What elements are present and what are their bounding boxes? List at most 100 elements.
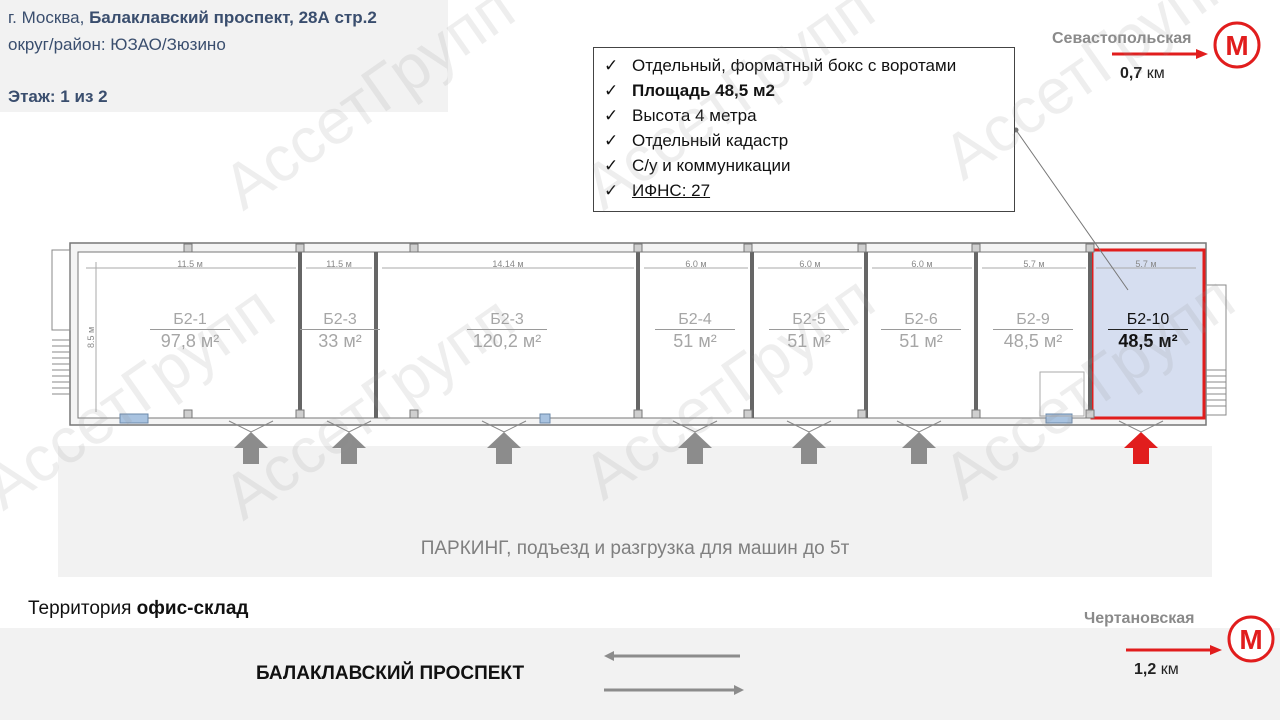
metro-arrow-icon bbox=[1112, 49, 1208, 59]
feature-text: Высота 4 метра bbox=[632, 106, 757, 125]
highlighted-box[interactable] bbox=[1090, 248, 1206, 420]
room-area: 97,8 м² bbox=[150, 329, 230, 352]
metro-name-sevastopolskaya: Севастопольская bbox=[1052, 30, 1192, 47]
room-width-label: 11.5 м bbox=[326, 259, 352, 269]
metro-distance-unit: км bbox=[1142, 65, 1165, 82]
parking-label: ПАРКИНГ, подъезд и разгрузка для машин д… bbox=[420, 538, 850, 559]
room-name: Б2-4 bbox=[678, 311, 712, 328]
entrance-arrow-icon bbox=[792, 432, 826, 464]
room-area: 48,5 м² bbox=[993, 329, 1073, 352]
highlighted-entrance-arrow-icon bbox=[1124, 432, 1158, 464]
address-street: Балаклавский проспект, 28А стр.2 bbox=[89, 8, 377, 27]
metro-logo-letter: M bbox=[1225, 30, 1248, 61]
feature-text: Отдельный кадастр bbox=[632, 131, 789, 150]
feature-item: ✓ С/у и коммуникации bbox=[604, 156, 790, 176]
metro-distance-sevastopolskaya: 0,7 км bbox=[1120, 65, 1165, 83]
feature-text: С/у и коммуникации bbox=[632, 156, 791, 175]
room-area: 51 м² bbox=[769, 329, 849, 352]
check-icon: ✓ bbox=[604, 131, 619, 150]
room-area: 48,5 м² bbox=[1108, 329, 1188, 352]
room-width-label: 6.0 м bbox=[685, 259, 707, 269]
room-name: Б2-6 bbox=[904, 311, 938, 328]
floor-info: Этаж: 1 из 2 bbox=[8, 87, 108, 106]
dimension-lines bbox=[86, 262, 1196, 412]
room-area: 51 м² bbox=[655, 329, 735, 352]
gate-swing bbox=[326, 420, 372, 433]
room-name: Б2-3 bbox=[490, 311, 524, 328]
room-width-label: 5.7 м bbox=[1023, 259, 1045, 269]
utility-room bbox=[1039, 371, 1085, 417]
room-width-label: 6.0 м bbox=[799, 259, 821, 269]
territory-type: офис-склад bbox=[136, 598, 249, 619]
entrance-arrow-icon bbox=[487, 432, 521, 464]
check-icon: ✓ bbox=[604, 106, 619, 125]
room-width-label: 5.7 м bbox=[1135, 259, 1157, 269]
room-name: Б2-5 bbox=[792, 311, 826, 328]
entrance-arrow-icon bbox=[678, 432, 712, 464]
gate-swing bbox=[896, 420, 942, 433]
metro-logo-icon: M bbox=[1227, 615, 1275, 663]
right-stair bbox=[1205, 284, 1227, 416]
room-width-label: 11.5 м bbox=[177, 259, 203, 269]
gate-swing bbox=[672, 420, 718, 433]
entrance-arrow-icon bbox=[332, 432, 366, 464]
feature-item: ✓ИФНС: 27 bbox=[604, 181, 710, 201]
room-area: 33 м² bbox=[300, 329, 380, 352]
road-label: БАЛАКЛАВСКИЙ ПРОСПЕКТ bbox=[256, 663, 525, 684]
metro-distance-unit: км bbox=[1156, 661, 1179, 678]
room-name: Б2-1 bbox=[173, 311, 207, 328]
address-box: г. Москва, Балаклавский проспект, 28А ст… bbox=[0, 0, 448, 112]
entrance-arrow-icon bbox=[902, 432, 936, 464]
territory-prefix: Территория bbox=[28, 598, 137, 619]
metro-distance-value: 1,2 bbox=[1134, 661, 1157, 678]
room-name: Б2-3 bbox=[323, 311, 357, 328]
road-area bbox=[0, 628, 1280, 720]
entrance-arrow-icon bbox=[234, 432, 268, 464]
parking-area: ПАРКИНГ, подъезд и разгрузка для машин д… bbox=[58, 446, 1212, 577]
check-icon: ✓ bbox=[604, 56, 619, 75]
metro-logo-letter: M bbox=[1239, 624, 1262, 655]
metro-distance-chertanovskaya: 1,2 км bbox=[1134, 661, 1179, 679]
partition-walls bbox=[298, 252, 1092, 418]
feature-item: ✓ Отдельный, форматный бокс с воротами bbox=[604, 56, 956, 76]
gate-swing bbox=[786, 420, 832, 433]
windows bbox=[119, 413, 1073, 424]
check-icon: ✓ bbox=[604, 156, 619, 175]
features-box: ✓ Отдельный, форматный бокс с воротами ✓ Пл… bbox=[593, 47, 1015, 212]
room-width-label: 14.14 м bbox=[492, 259, 524, 269]
metro-arrow-icon bbox=[1126, 645, 1222, 655]
room-width-label: 6.0 м bbox=[911, 259, 933, 269]
columns bbox=[183, 243, 1095, 419]
depth-dimension: 8.5 м bbox=[86, 326, 96, 348]
feature-pointer bbox=[1015, 129, 1129, 291]
feature-item: ✓ Отдельный кадастр bbox=[604, 131, 788, 151]
metro-distance-value: 0,7 bbox=[1120, 65, 1143, 82]
metro-name-chertanovskaya: Чертановская bbox=[1084, 610, 1195, 627]
address-city: г. Москва, bbox=[8, 8, 90, 27]
door-arrows bbox=[228, 420, 1164, 464]
feature-item: ✓ Высота 4 метра bbox=[604, 106, 757, 126]
gate-swing bbox=[1118, 420, 1164, 433]
feature-text: Отдельный, форматный бокс с воротами bbox=[632, 56, 957, 75]
feature-text: Площадь 48,5 м2 bbox=[632, 81, 775, 100]
room-area: 51 м² bbox=[881, 329, 961, 352]
check-icon: ✓ bbox=[604, 181, 619, 200]
road-arrows bbox=[604, 651, 744, 695]
room-name: Б2-10 bbox=[1126, 311, 1170, 328]
gate-swing bbox=[481, 420, 527, 433]
gate-swing bbox=[228, 420, 274, 433]
room-area: 120,2 м² bbox=[467, 329, 547, 352]
check-icon: ✓ bbox=[604, 81, 619, 100]
room-name: Б2-9 bbox=[1016, 311, 1050, 328]
metro-logo-icon: M bbox=[1213, 21, 1261, 69]
feature-item: ✓ Площадь 48,5 м2 bbox=[604, 81, 775, 101]
